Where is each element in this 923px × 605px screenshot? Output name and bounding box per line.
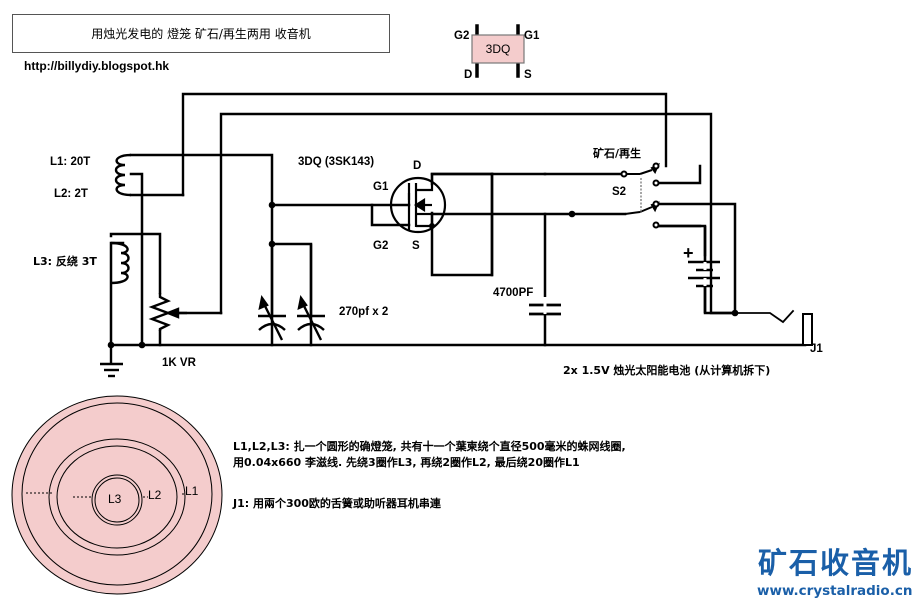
wire-top-outer [181,92,668,197]
note-jack: J1: 用兩个300欧的舌簧或助听器耳机串連 [233,497,441,510]
battery [688,226,720,313]
switch-mode-label: 矿石/再生 [593,146,641,160]
switch-s2[interactable] [620,162,660,229]
junction-dots [107,201,739,349]
l3-label: L3: 反绕 3T [33,254,97,268]
coil-l1-text: L1 [185,484,199,498]
wire-l1-top [129,153,274,347]
vr-label: 1K VR [162,357,197,369]
l1-label: L1: 20T [50,156,90,168]
pin-g1-label: G1 [373,181,389,193]
pinout-s: S [524,69,532,81]
pinout-g1: G1 [524,30,540,42]
capacitor-4700pf [529,297,561,316]
watermark-url[interactable]: www.crystalradio.cn [757,583,913,599]
l2-label: L2: 2T [54,188,88,200]
wire-l2-tap [129,172,144,347]
blog-url[interactable]: http://billydiy.blogspot.hk [24,59,170,73]
potentiometer-1k [148,293,187,331]
coil-winding-diagram [11,395,223,595]
pin-g2-label: G2 [373,240,388,252]
capacitor-label: 4700PF [493,287,533,299]
ground-icon [100,345,123,378]
jack-label: J1 [810,343,823,355]
coil-l3 [110,241,130,285]
varcap-label: 270pf x 2 [339,306,388,318]
varcap-2 [297,244,325,341]
pinout-chip-label: 3DQ [486,42,511,56]
pinout-chip [471,24,525,78]
coil-l1-l2 [114,153,132,197]
transistor-label: 3DQ (3SK143) [298,156,374,168]
wire-l3-loop [109,232,162,295]
mosfet-3dq [389,174,447,234]
title-box: 用烛光发电的 燈笼 矿石/再生两用 收音机 [12,14,390,53]
battery-note: 2x 1.5V 烛光太阳能电池 (从计算机拆下) [563,363,770,377]
pinout-d: D [464,69,472,81]
wire-l3-top [109,241,125,347]
coil-l2-text: L2 [148,488,162,502]
pinout-g2: G2 [454,30,469,42]
coil-l3-text: L3 [108,492,122,506]
page-title: 用烛光发电的 燈笼 矿石/再生两用 收音机 [91,27,311,41]
varcap-1 [258,244,286,341]
watermark-brand: 矿石收音机 [758,546,914,580]
battery-plus-label: + [683,243,694,263]
note-coil-line2: 用0.04x660 李滋线. 先绕3圈作L3, 再绕2圈作L2, 最后绕20圈作… [233,456,580,469]
pin-s-label: S [412,240,420,252]
note-coil-line1: L1,L2,L3: 扎一个圆形的确燈笼, 共有十一个葉柬绕个直径500毫米的蛛网… [233,440,626,453]
switch-label: S2 [612,186,626,198]
pin-d-label: D [413,160,421,172]
